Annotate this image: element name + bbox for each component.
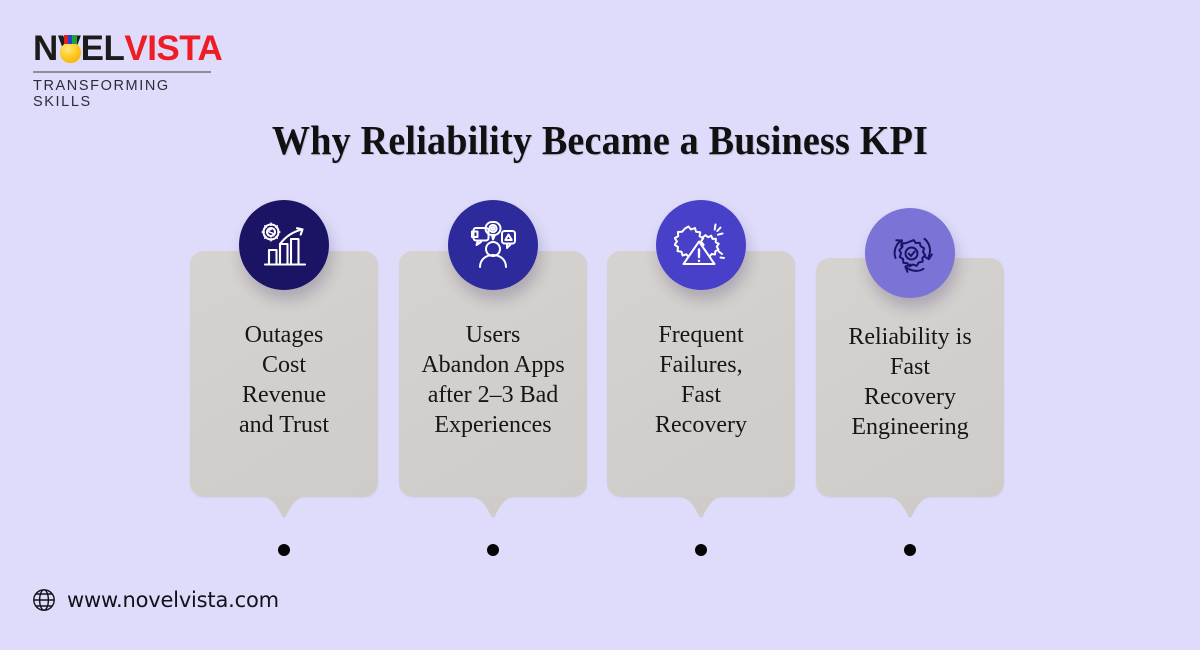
info-card: Users Abandon Apps after 2–3 Bad Experie…: [399, 200, 587, 560]
logo-wordmark: N VEL VISTA: [33, 27, 223, 69]
growth-chart-gear-dollar-icon: [239, 200, 329, 290]
logo-divider: [33, 71, 211, 73]
card-label: Reliability is Fast Recovery Engineering: [848, 324, 972, 440]
recovery-cycle-gear-check-icon: [865, 208, 955, 298]
card-tail: [888, 497, 932, 523]
card-label: Frequent Failures, Fast Recovery: [655, 322, 747, 438]
bullet-dot: [278, 544, 290, 556]
card-label: Outages Cost Revenue and Trust: [238, 322, 330, 438]
bullet-dot: [695, 544, 707, 556]
logo-tagline: TRANSFORMING SKILLS: [33, 78, 170, 110]
card-tail: [471, 497, 515, 523]
user-feedback-icon: [448, 200, 538, 290]
info-card: Frequent Failures, Fast Recovery: [607, 200, 795, 560]
bullet-dot: [487, 544, 499, 556]
broken-gear-warning-icon: [656, 200, 746, 290]
logo-text-n: N: [33, 28, 58, 68]
card-bubble: [399, 251, 587, 518]
website-url: www.novelvista.com: [67, 588, 279, 612]
bullet-dot: [904, 544, 916, 556]
card-bubble: [607, 251, 795, 518]
footer: www.novelvista.com: [32, 588, 279, 612]
page-title: Why Reliability Became a Business KPI: [271, 117, 929, 163]
logo-text-vista: VISTA: [124, 28, 223, 68]
card-bubble: [190, 251, 378, 518]
info-card: Reliability is Fast Recovery Engineering: [816, 200, 1004, 560]
info-card: Outages Cost Revenue and Trust: [190, 200, 378, 560]
card-label: Users Abandon Apps after 2–3 Bad Experie…: [421, 322, 565, 438]
card-row: Outages Cost Revenue and Trust: [190, 200, 1010, 560]
globe-icon: [32, 588, 56, 612]
card-tail: [679, 497, 723, 523]
card-tail: [262, 497, 306, 523]
brand-logo: N VEL VISTA TRANSFORMING SKILLS: [33, 27, 223, 110]
